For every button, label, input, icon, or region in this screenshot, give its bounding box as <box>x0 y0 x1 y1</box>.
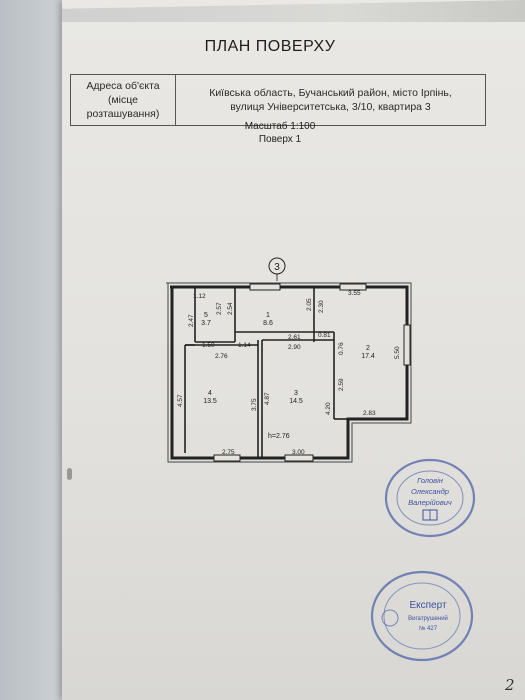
dim-4-87: 4.87 <box>264 392 271 405</box>
seal2-title: Експерт <box>409 600 446 611</box>
scale-label: Масштаб 1:100 <box>244 121 316 132</box>
dim-1-14: 1.14 <box>238 342 251 349</box>
dim-2-47: 2.47 <box>188 314 195 327</box>
room-1-area: 8.6 <box>263 320 273 327</box>
dim-2-90: 2.90 <box>288 344 301 351</box>
dim-2-59: 2.59 <box>338 378 345 391</box>
dim-2-54: 2.54 <box>227 302 234 315</box>
seal1-line2: Олександр <box>411 487 449 496</box>
dim-4-20: 4.20 <box>325 402 332 415</box>
seal1-line3: Валерійович <box>408 498 452 507</box>
windows <box>213 283 411 462</box>
dim-2-76: 2.76 <box>215 353 228 360</box>
dim-3-75: 3.75 <box>251 398 258 411</box>
address-label: Адреса об'єкта (місце розташування) <box>70 74 176 126</box>
dim-0-81: 0.81 <box>318 332 331 339</box>
dim-2-57: 2.57 <box>216 302 223 315</box>
dim-2-61: 2.61 <box>288 334 301 341</box>
dim-5-50: 5.50 <box>394 346 401 359</box>
dim-2-05: 2.05 <box>306 298 313 311</box>
address-table: Адреса об'єкта (місце розташування) Київ… <box>70 74 486 126</box>
page-number: 2 <box>505 676 515 694</box>
room-labels: 5 3.7 1 8.6 2 17.4 3 14.5 4 13.5 <box>201 312 375 405</box>
plan-meta: Масштаб 1:100 Поверх 1 <box>180 120 380 146</box>
dim-3-55: 3.55 <box>348 290 361 297</box>
room-2-number: 2 <box>366 345 370 352</box>
address-line-2: вулиця Університетська, 3/10, квартира 3 <box>230 101 431 113</box>
dim-1-50: 1.50 <box>202 342 215 349</box>
room-2-area: 17.4 <box>361 353 375 360</box>
floor-plan-drawing: 3 5 3.7 1 8.6 2 17.4 3 <box>166 257 412 463</box>
room-5-number: 5 <box>204 312 208 319</box>
floor-label: Поверх 1 <box>258 134 302 145</box>
seal1-name: Головін <box>417 476 443 485</box>
room-4-area: 13.5 <box>203 398 217 405</box>
floor-plan: 3 5 3.7 1 8.6 2 17.4 3 <box>0 255 525 480</box>
seal2-sub: Вигатрушений <box>408 615 448 622</box>
dim-2-83: 2.83 <box>363 410 376 417</box>
axis-marker-label: 3 <box>274 262 280 273</box>
wall-hatch <box>166 282 412 463</box>
room-3-area: 14.5 <box>289 398 303 405</box>
address-value: Київська область, Бучанський район, міст… <box>175 74 486 126</box>
room-5-area: 3.7 <box>201 320 211 327</box>
interior-walls <box>184 287 348 458</box>
dim-3-00: 3.00 <box>292 449 305 456</box>
dimension-labels: 1.12 2.57 2.54 2.47 2.05 2.30 3.55 2.61 … <box>177 290 401 456</box>
room-3-number: 3 <box>294 390 298 397</box>
emblem-icon <box>381 609 399 627</box>
dim-0-76: 0.76 <box>338 342 345 355</box>
ceiling-height: h=2.76 <box>268 433 290 440</box>
dim-1-12: 1.12 <box>193 293 206 300</box>
room-4-number: 4 <box>208 390 212 397</box>
dim-4-57: 4.57 <box>177 394 184 407</box>
seal2-number: № 427 <box>419 625 438 632</box>
punch-hole <box>67 468 72 480</box>
dim-2-30: 2.30 <box>318 300 325 313</box>
document-title: ПЛАН ПОВЕРХУ <box>204 38 336 55</box>
room-1-number: 1 <box>266 312 270 319</box>
address-line-1: Київська область, Бучанський район, міст… <box>209 87 452 99</box>
seal-stamp-1: Головін Олександр Валерійович <box>382 455 478 546</box>
seal-stamp-2: Експерт Вигатрушений № 427 <box>368 568 476 669</box>
dim-2-75: 2.75 <box>222 449 235 456</box>
